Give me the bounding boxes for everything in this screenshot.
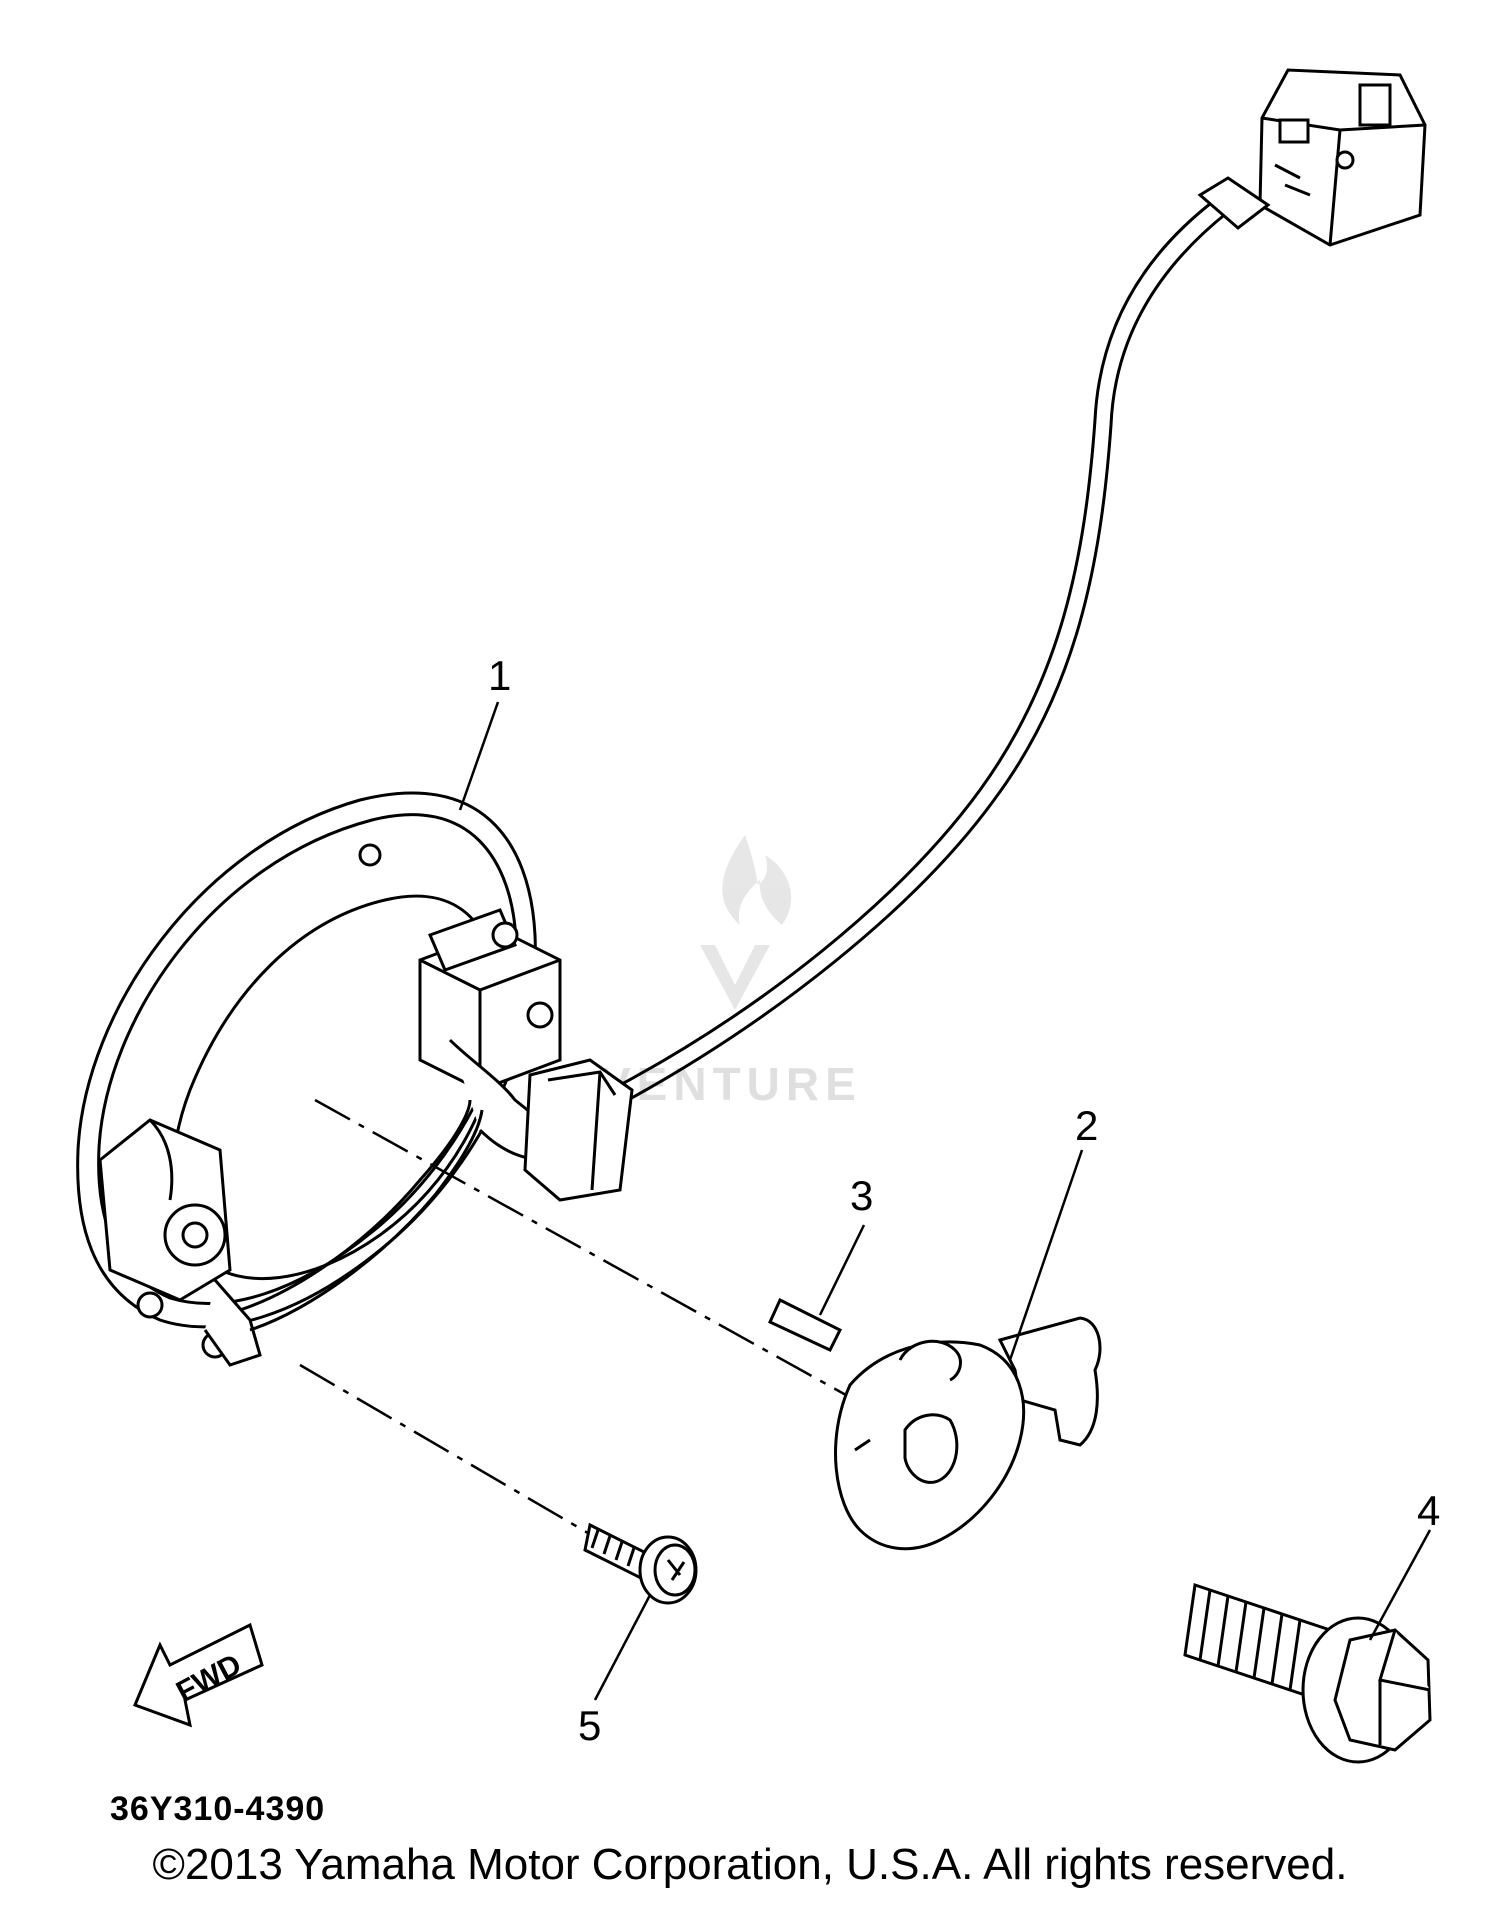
watermark: VENTURE [600,835,862,1110]
wire-harness [619,198,1229,1102]
plate-wiring [239,1099,484,1332]
callout-2: 2 [1075,1102,1098,1149]
part-5-screw [583,1522,698,1605]
part-4-bolt [1183,1583,1432,1764]
fwd-arrow-icon: FWD [133,1622,264,1728]
part-number: 36Y310-4390 [110,1790,325,1828]
pulser-coil-lower [98,1118,262,1367]
part-2-plate [834,1316,1102,1551]
pulser-coil-upper [418,908,562,1160]
watermark-text: VENTURE [600,1058,862,1110]
callout-1: 1 [488,652,511,699]
assembly-center-lines [299,1098,856,1542]
part-3-pin [768,1297,843,1352]
watermark-v-icon [700,945,770,1010]
leader-lines [458,701,1432,1701]
flame-logo-icon [722,835,792,925]
callout-4: 4 [1417,1487,1440,1534]
callout-5: 5 [578,1702,601,1749]
callout-3: 3 [850,1172,873,1219]
callout-labels: 1 2 3 4 5 [488,652,1440,1749]
copyright-notice: ©2013 Yamaha Motor Corporation, U.S.A. A… [152,1840,1348,1889]
connector-plug [1197,68,1427,247]
grommet [523,1058,634,1202]
